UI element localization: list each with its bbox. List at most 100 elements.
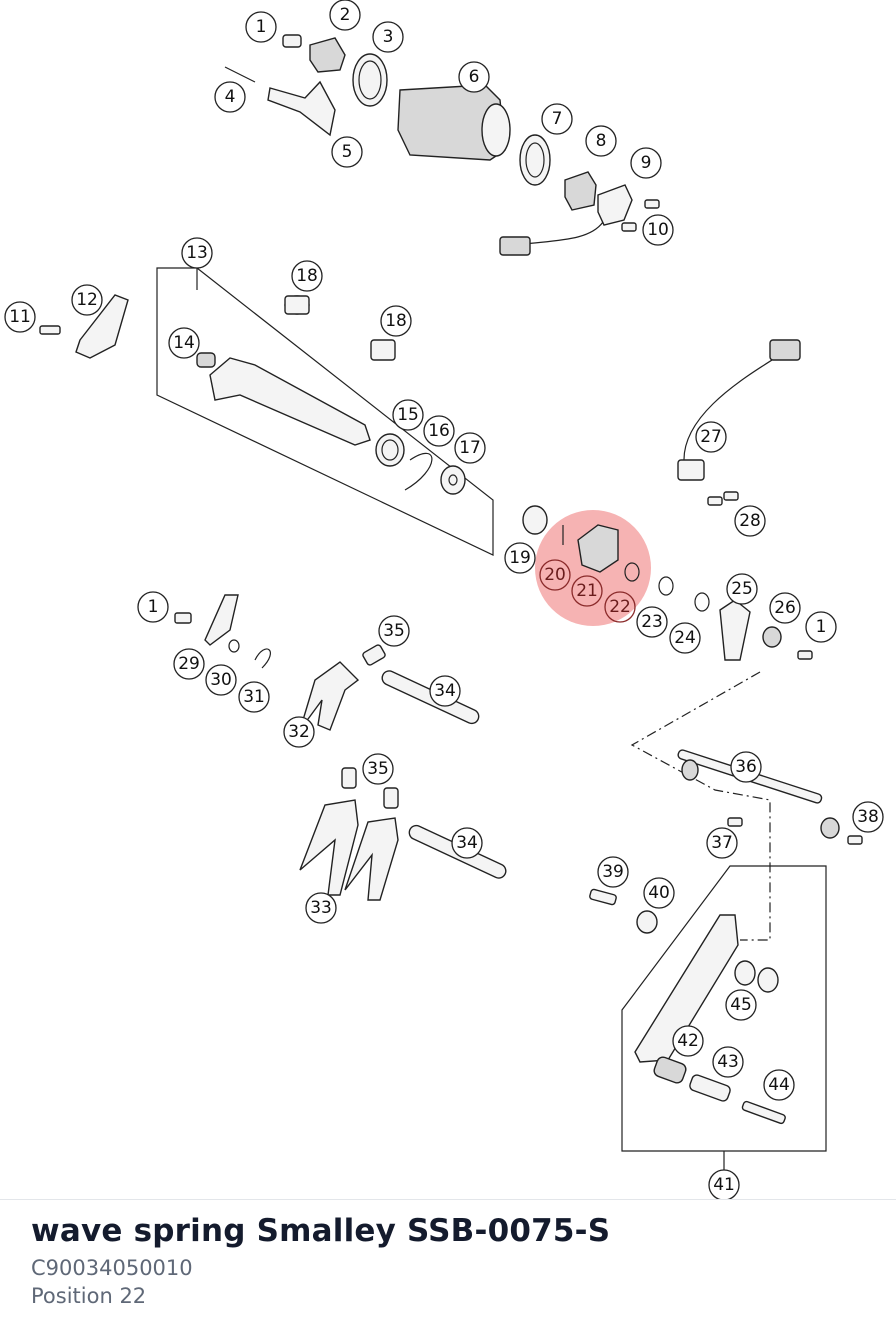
svg-text:41: 41 [713,1175,735,1195]
svg-text:36: 36 [735,757,757,777]
callout-3[interactable]: 3 [372,21,404,53]
callout-39[interactable]: 39 [597,856,629,888]
callout-12[interactable]: 12 [71,284,103,316]
callout-17[interactable]: 17 [454,432,486,464]
callout-20[interactable]: 20 [539,559,571,591]
callout-33[interactable]: 33 [305,892,337,924]
callout-35[interactable]: 35 [378,615,410,647]
callout-32[interactable]: 32 [283,716,315,748]
part-title: wave spring Smalley SSB-0075-S [31,1213,611,1249]
callout-42[interactable]: 42 [672,1025,704,1057]
callout-29[interactable]: 29 [173,648,205,680]
svg-text:14: 14 [173,333,195,353]
svg-text:6: 6 [469,67,480,87]
svg-text:21: 21 [576,581,598,601]
callout-44[interactable]: 44 [763,1069,795,1101]
svg-text:42: 42 [677,1031,699,1051]
svg-text:11: 11 [9,307,31,327]
callout-28[interactable]: 28 [734,505,766,537]
callout-10[interactable]: 10 [642,214,674,246]
svg-text:12: 12 [76,290,98,310]
callout-7[interactable]: 7 [541,103,573,135]
callout-4[interactable]: 4 [214,81,246,113]
svg-text:24: 24 [674,628,696,648]
svg-text:19: 19 [509,548,531,568]
callout-6[interactable]: 6 [458,61,490,93]
callout-43[interactable]: 43 [712,1046,744,1078]
svg-text:18: 18 [296,266,318,286]
svg-text:10: 10 [647,220,669,240]
callout-21[interactable]: 21 [571,575,603,607]
callout-15[interactable]: 15 [392,399,424,431]
callout-1[interactable]: 1 [805,611,837,643]
svg-text:27: 27 [700,427,722,447]
assembly-centerline [630,671,771,941]
callout-26[interactable]: 26 [769,592,801,624]
callout-34[interactable]: 34 [429,675,461,707]
svg-text:9: 9 [641,153,652,173]
callout-1[interactable]: 1 [137,591,169,623]
svg-text:40: 40 [648,883,670,903]
callout-2[interactable]: 2 [329,0,361,31]
group-frame-13 [156,267,494,556]
svg-text:16: 16 [428,421,450,441]
svg-text:32: 32 [288,722,310,742]
svg-text:1: 1 [816,617,827,637]
callout-16[interactable]: 16 [423,415,455,447]
callout-9[interactable]: 9 [630,147,662,179]
callout-30[interactable]: 30 [205,664,237,696]
svg-text:43: 43 [717,1052,739,1072]
callout-1[interactable]: 1 [245,11,277,43]
callout-25[interactable]: 25 [726,573,758,605]
svg-text:3: 3 [383,27,394,47]
svg-text:34: 34 [434,681,456,701]
svg-text:7: 7 [552,109,563,129]
callout-23[interactable]: 23 [636,606,668,638]
svg-text:35: 35 [383,621,405,641]
exploded-parts-diagram: 1 2 3 4 5 6 7 8 9 10 11 12 13 14 18 18 1… [4,0,884,1200]
callout-14[interactable]: 14 [168,327,200,359]
callout-38[interactable]: 38 [852,801,884,833]
callout-18[interactable]: 18 [380,305,412,337]
callout-45[interactable]: 45 [725,989,757,1021]
svg-text:29: 29 [178,654,200,674]
svg-text:20: 20 [544,565,566,585]
svg-text:5: 5 [342,142,353,162]
callout-40[interactable]: 40 [643,877,675,909]
svg-text:1: 1 [148,597,159,617]
callout-36[interactable]: 36 [730,751,762,783]
callout-8[interactable]: 8 [585,125,617,157]
svg-text:26: 26 [774,598,796,618]
callout-5[interactable]: 5 [331,136,363,168]
callout-11[interactable]: 11 [4,301,36,333]
callout-31[interactable]: 31 [238,681,270,713]
callout-19[interactable]: 19 [504,542,536,574]
shift-lever-assembly [522,339,813,661]
svg-text:38: 38 [857,807,879,827]
svg-text:13: 13 [186,243,208,263]
svg-text:37: 37 [711,833,733,853]
callout-34[interactable]: 34 [451,827,483,859]
callout-24[interactable]: 24 [669,622,701,654]
svg-text:22: 22 [609,597,631,617]
callout-41[interactable]: 41 [708,1169,740,1200]
callout-13[interactable]: 13 [181,237,213,269]
svg-text:15: 15 [397,405,419,425]
callout-37[interactable]: 37 [706,827,738,859]
svg-text:28: 28 [739,511,761,531]
svg-text:18: 18 [385,311,407,331]
svg-text:44: 44 [768,1075,790,1095]
svg-text:39: 39 [602,862,624,882]
svg-text:8: 8 [596,131,607,151]
callout-35[interactable]: 35 [362,753,394,785]
svg-text:17: 17 [459,438,481,458]
callout-18[interactable]: 18 [291,260,323,292]
svg-text:33: 33 [310,898,332,918]
callout-27[interactable]: 27 [695,421,727,453]
svg-text:30: 30 [210,670,232,690]
svg-text:31: 31 [243,687,265,707]
pedal-assembly [589,749,863,1125]
divider [0,1199,896,1200]
part-position: Position 22 [31,1284,147,1308]
callout-22[interactable]: 22 [604,591,636,623]
